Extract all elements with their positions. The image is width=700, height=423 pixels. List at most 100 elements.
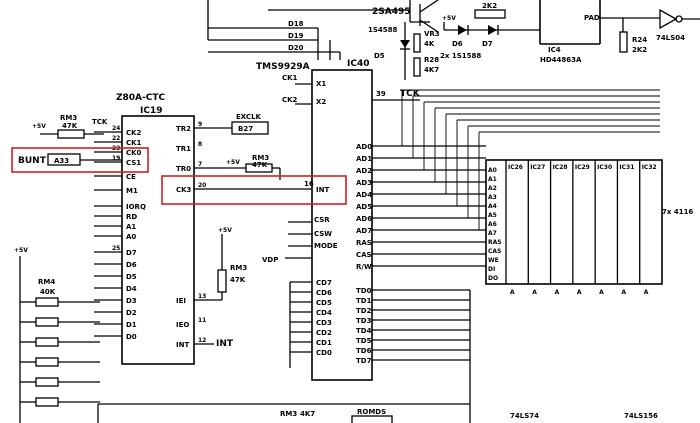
- ic19-pin-a0: A0: [126, 233, 136, 241]
- ram-block: [485, 159, 663, 285]
- ic40-pin-cd7: CD7: [316, 279, 332, 287]
- ram-pin-label: A7: [488, 230, 497, 237]
- ram-pin-label: A2: [488, 185, 497, 192]
- ic40-pin-td7: TD7: [356, 357, 372, 365]
- d7-ref: D7: [482, 40, 493, 48]
- vcc-iei-label: +5V: [218, 227, 232, 234]
- ram-chip-pin: A: [644, 289, 649, 296]
- ic19-chip: [121, 115, 195, 365]
- ic40-pin-ad5: AD5: [356, 203, 372, 211]
- ram-chip-pin: A: [599, 289, 604, 296]
- ram-pin-label: A0: [488, 167, 497, 174]
- rm3-left-ref: RM3: [60, 114, 77, 122]
- ic40-pin-ad1: AD1: [356, 155, 372, 163]
- ram-chip-pin: A: [621, 289, 626, 296]
- rm4-resistor: [35, 297, 59, 307]
- ic40-type: TMS9929A: [256, 62, 310, 72]
- ic40-pin-cd1: CD1: [316, 339, 332, 347]
- ic4-pin: PAD: [584, 14, 600, 22]
- ram-pin-label: DI: [488, 266, 495, 273]
- bottom-label-74ls74: 74LS74: [510, 412, 539, 420]
- tck-label: TCK: [400, 89, 421, 99]
- ic19-pin-d6: D6: [126, 261, 137, 269]
- ic19-pin-num: 12: [198, 337, 206, 344]
- r24-ref: R24: [632, 36, 647, 44]
- ic40-pin-cd4: CD4: [316, 309, 332, 317]
- ram-pin-label: A3: [488, 194, 497, 201]
- ic19-pin-ck2: CK2: [126, 129, 142, 137]
- transistor-label: 2SA495: [372, 7, 411, 17]
- int-pin-num: 16: [304, 180, 314, 188]
- ram-pin-label: CAS: [488, 248, 501, 255]
- d5-part: 1S4588: [368, 26, 398, 34]
- bunt-label: BUNT: [18, 156, 47, 166]
- rm4-val: 40K: [40, 288, 56, 296]
- ic40-pin-cas: CAS: [356, 251, 372, 259]
- rm4-ref: RM4: [38, 278, 55, 286]
- ic40-ck2: CK2: [282, 96, 298, 104]
- ic40-pin-ad2: AD2: [356, 167, 372, 175]
- ic40-pin-ras: RAS: [356, 239, 372, 247]
- ic40-pin-td3: TD3: [356, 317, 372, 325]
- ram-pin-label: DO: [488, 275, 498, 282]
- ic19-pin-int: INT: [176, 341, 189, 349]
- exclk-label: EXCLK: [236, 113, 262, 121]
- ram-chip-ref: IC27: [530, 164, 545, 171]
- ic40-mode: MODE: [314, 242, 338, 250]
- ic40-pin-ad6: AD6: [356, 215, 372, 223]
- d6-ref: D6: [452, 40, 463, 48]
- d18-label: D18: [288, 20, 304, 28]
- tck-left-label: TCK: [92, 118, 108, 126]
- ic19-pin-num: 13: [198, 293, 206, 300]
- ic19-pin-d4: D4: [126, 285, 137, 293]
- vcc-rm4-label: +5V: [14, 247, 28, 254]
- int-out-label: INT: [216, 339, 234, 349]
- rm3-bottom-ref: RM3: [280, 410, 297, 418]
- vr3-ref: VR3: [424, 30, 440, 38]
- r24-val: 2K2: [632, 46, 647, 54]
- ic40-pin-td0: TD0: [356, 287, 372, 295]
- ram-chip-pin: A: [532, 289, 537, 296]
- ic19-pin-num: 9: [198, 121, 202, 128]
- diode-pair-label: 2x 1S1588: [440, 52, 481, 60]
- ram-pin-label: A1: [488, 176, 497, 183]
- rm3-mid-val: 47K: [252, 161, 268, 169]
- ram-chip-pin: A: [555, 289, 560, 296]
- ic19-type: Z80A-CTC: [116, 93, 165, 103]
- ic19-pin-tr0: TR0: [176, 165, 191, 173]
- ram-chip-pin: A: [510, 289, 515, 296]
- r24-symbol: [619, 31, 628, 53]
- rm4-network: [20, 297, 100, 407]
- ic19-pin-ck1: CK1: [126, 139, 142, 147]
- ic40-pin-ad7: AD7: [356, 227, 372, 235]
- d20-label: D20: [288, 44, 304, 52]
- romds-label: ROMDS: [357, 408, 386, 416]
- rm4-resistor: [35, 337, 59, 347]
- ram-pin-label: WE: [488, 257, 499, 264]
- rm3-symbol-lower: [217, 269, 227, 293]
- vr3-val: 4K: [424, 40, 435, 48]
- r28-val: 4K7: [424, 66, 439, 74]
- ram-array: IC26AIC27AIC28AIC29AIC30AIC31AIC32AA0A1A…: [485, 159, 663, 296]
- ic40-pin-td4: TD4: [356, 327, 372, 335]
- ic40-pin-ad4: AD4: [356, 191, 372, 199]
- inverter-74ls04: [659, 8, 700, 30]
- d19-label: D19: [288, 32, 304, 40]
- rm4-resistor: [35, 317, 59, 327]
- ic40-pin-ad0: AD0: [356, 143, 372, 151]
- ic19-pin-num: 8: [198, 141, 202, 148]
- ic19-pin-ce: CE: [126, 173, 136, 181]
- transistor-2sa495: [419, 0, 439, 33]
- ram-chip-ref: IC30: [597, 164, 612, 171]
- ic19-pin-iei: IEI: [176, 297, 186, 305]
- ic19-pin-d7: D7: [126, 249, 137, 257]
- bottom-label-74ls156: 74LS156: [624, 412, 658, 420]
- ic40-chip: [311, 69, 373, 381]
- rm4-resistor: [35, 377, 59, 387]
- rm4-resistor: [35, 397, 59, 407]
- ram-part-label: 7x 4116: [662, 208, 693, 216]
- ic19-pin-num: 20: [198, 182, 206, 189]
